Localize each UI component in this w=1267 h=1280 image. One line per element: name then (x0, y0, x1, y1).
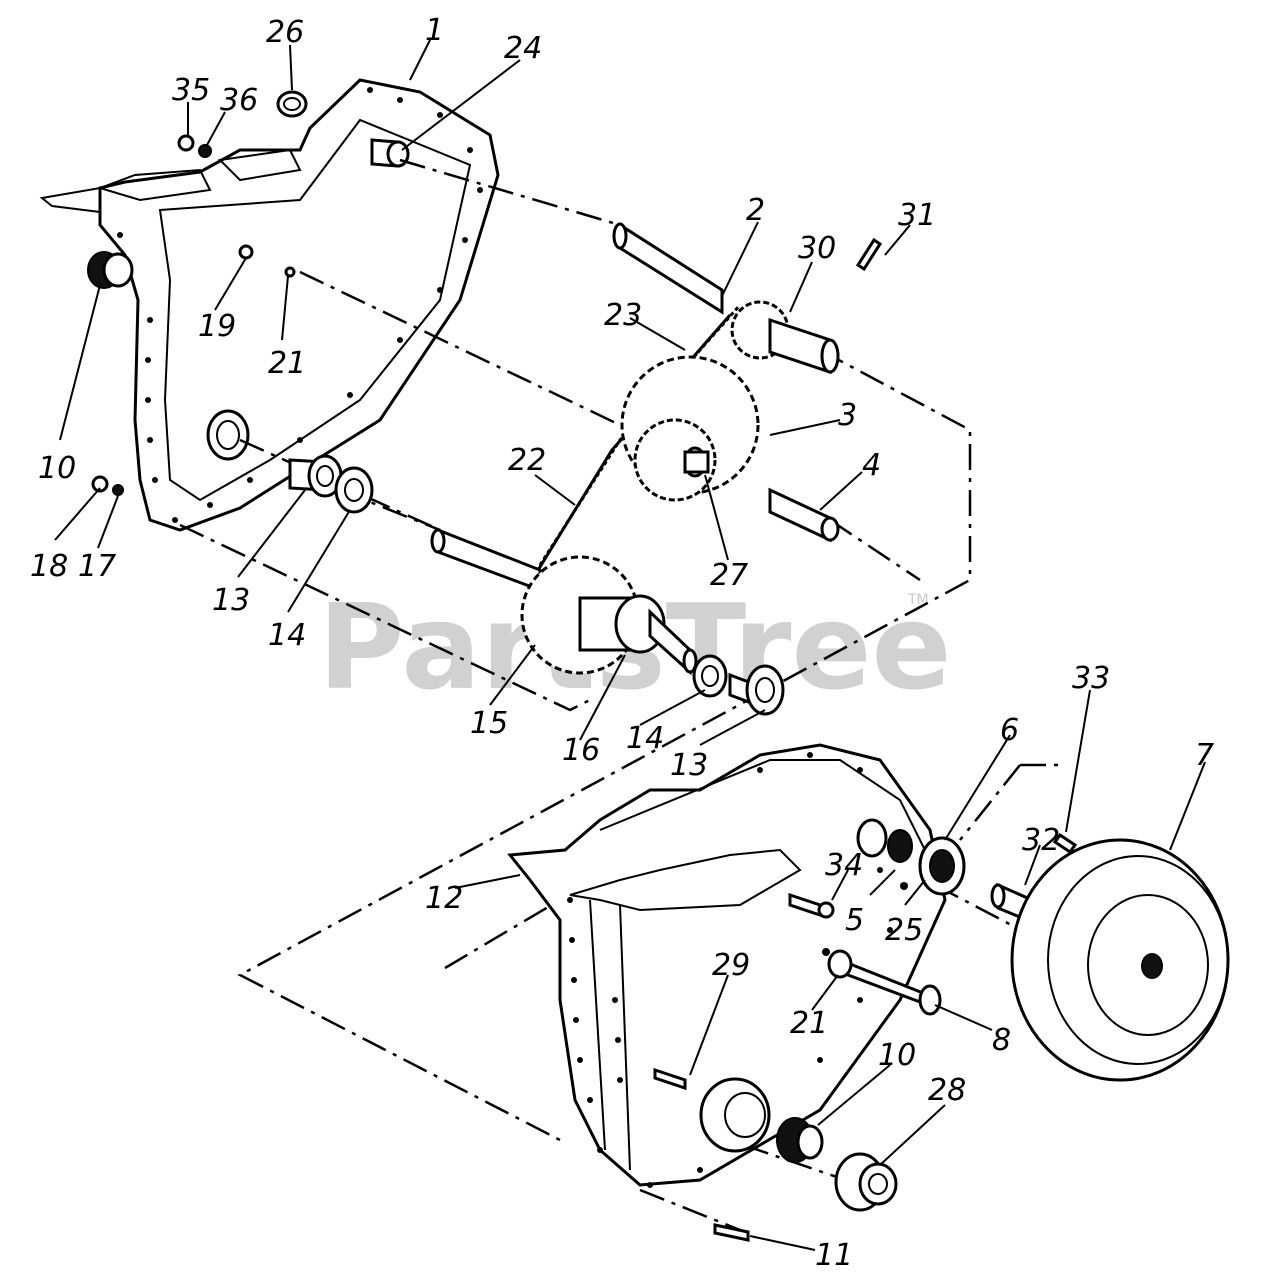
label-28: 28 (928, 1073, 966, 1108)
label-36: 36 (220, 83, 258, 118)
label-1: 1 (425, 13, 444, 48)
part-labels: 1 2 3 4 5 6 7 8 10 10 11 12 13 13 14 14 … (30, 13, 1214, 1273)
lower-housing-half[interactable] (507, 743, 947, 1188)
label-26: 26 (266, 15, 304, 50)
screw-29[interactable] (653, 1067, 687, 1091)
label-32: 32 (1022, 823, 1060, 858)
label-5: 5 (845, 903, 864, 938)
label-21-lower: 21 (790, 1006, 828, 1041)
label-25: 25 (885, 913, 923, 948)
label-15: 15 (470, 706, 508, 741)
label-17: 17 (78, 549, 116, 584)
washer-14-lower[interactable] (692, 654, 728, 698)
label-13-upper: 13 (212, 583, 250, 618)
sprocket-30[interactable] (730, 300, 840, 375)
shaft-2[interactable] (612, 222, 724, 315)
leader-lines (54, 39, 1206, 1251)
label-29: 29 (712, 948, 750, 983)
bearing-13-lower[interactable] (728, 664, 785, 716)
pin-31[interactable] (855, 237, 883, 272)
pulley-7[interactable] (1010, 838, 1230, 1082)
washer-21-upper[interactable] (284, 266, 296, 278)
gear-16[interactable] (520, 555, 698, 676)
watermark-trademark: TM (907, 592, 929, 608)
label-11: 11 (815, 1238, 853, 1273)
label-24: 24 (504, 31, 542, 66)
label-21-upper: 21 (268, 346, 306, 381)
label-31: 31 (898, 198, 936, 233)
bearing-24[interactable] (370, 138, 410, 168)
label-18: 18 (30, 549, 68, 584)
bolt-25[interactable] (900, 882, 908, 890)
label-23: 23 (604, 298, 642, 333)
bearing-10-upper[interactable] (87, 251, 134, 289)
bolt-19[interactable] (238, 244, 254, 260)
washer-36[interactable] (198, 144, 212, 158)
label-12: 12 (425, 881, 463, 916)
label-2: 2 (746, 193, 765, 228)
label-8: 8 (992, 1023, 1011, 1058)
cap-28[interactable] (834, 1152, 898, 1212)
label-13-lower: 13 (670, 748, 708, 783)
spacer-27[interactable] (683, 450, 710, 474)
nut-35[interactable] (177, 134, 195, 152)
washer-14-upper[interactable] (334, 466, 374, 514)
label-16: 16 (562, 733, 600, 768)
label-6: 6 (1000, 713, 1019, 748)
label-30: 30 (798, 231, 836, 266)
label-35: 35 (172, 73, 210, 108)
plug-26[interactable] (276, 90, 308, 118)
label-22: 22 (508, 443, 546, 478)
label-19: 19 (198, 309, 236, 344)
label-3: 3 (838, 398, 857, 433)
label-10-upper: 10 (38, 451, 76, 486)
label-27: 27 (710, 558, 748, 593)
washer-21-lower[interactable] (822, 948, 853, 979)
bolt-34[interactable] (788, 892, 835, 919)
screw-11[interactable] (713, 1223, 750, 1242)
upper-housing-half[interactable] (39, 78, 500, 532)
nut-18[interactable] (91, 475, 109, 493)
seal-5[interactable] (887, 829, 913, 863)
spacer-4[interactable] (768, 487, 840, 543)
label-14-upper: 14 (268, 618, 306, 653)
label-7: 7 (1195, 738, 1214, 773)
bearing-6[interactable] (918, 836, 966, 896)
gear-3[interactable] (620, 355, 760, 502)
label-10-lower: 10 (878, 1038, 916, 1073)
label-14-lower: 14 (626, 721, 664, 756)
bearing-13-upper[interactable] (288, 454, 343, 498)
label-4: 4 (862, 448, 881, 483)
label-34: 34 (825, 848, 863, 883)
bearing-10-lower[interactable] (776, 1117, 824, 1163)
label-33: 33 (1072, 661, 1110, 696)
washer-17[interactable] (112, 484, 124, 496)
